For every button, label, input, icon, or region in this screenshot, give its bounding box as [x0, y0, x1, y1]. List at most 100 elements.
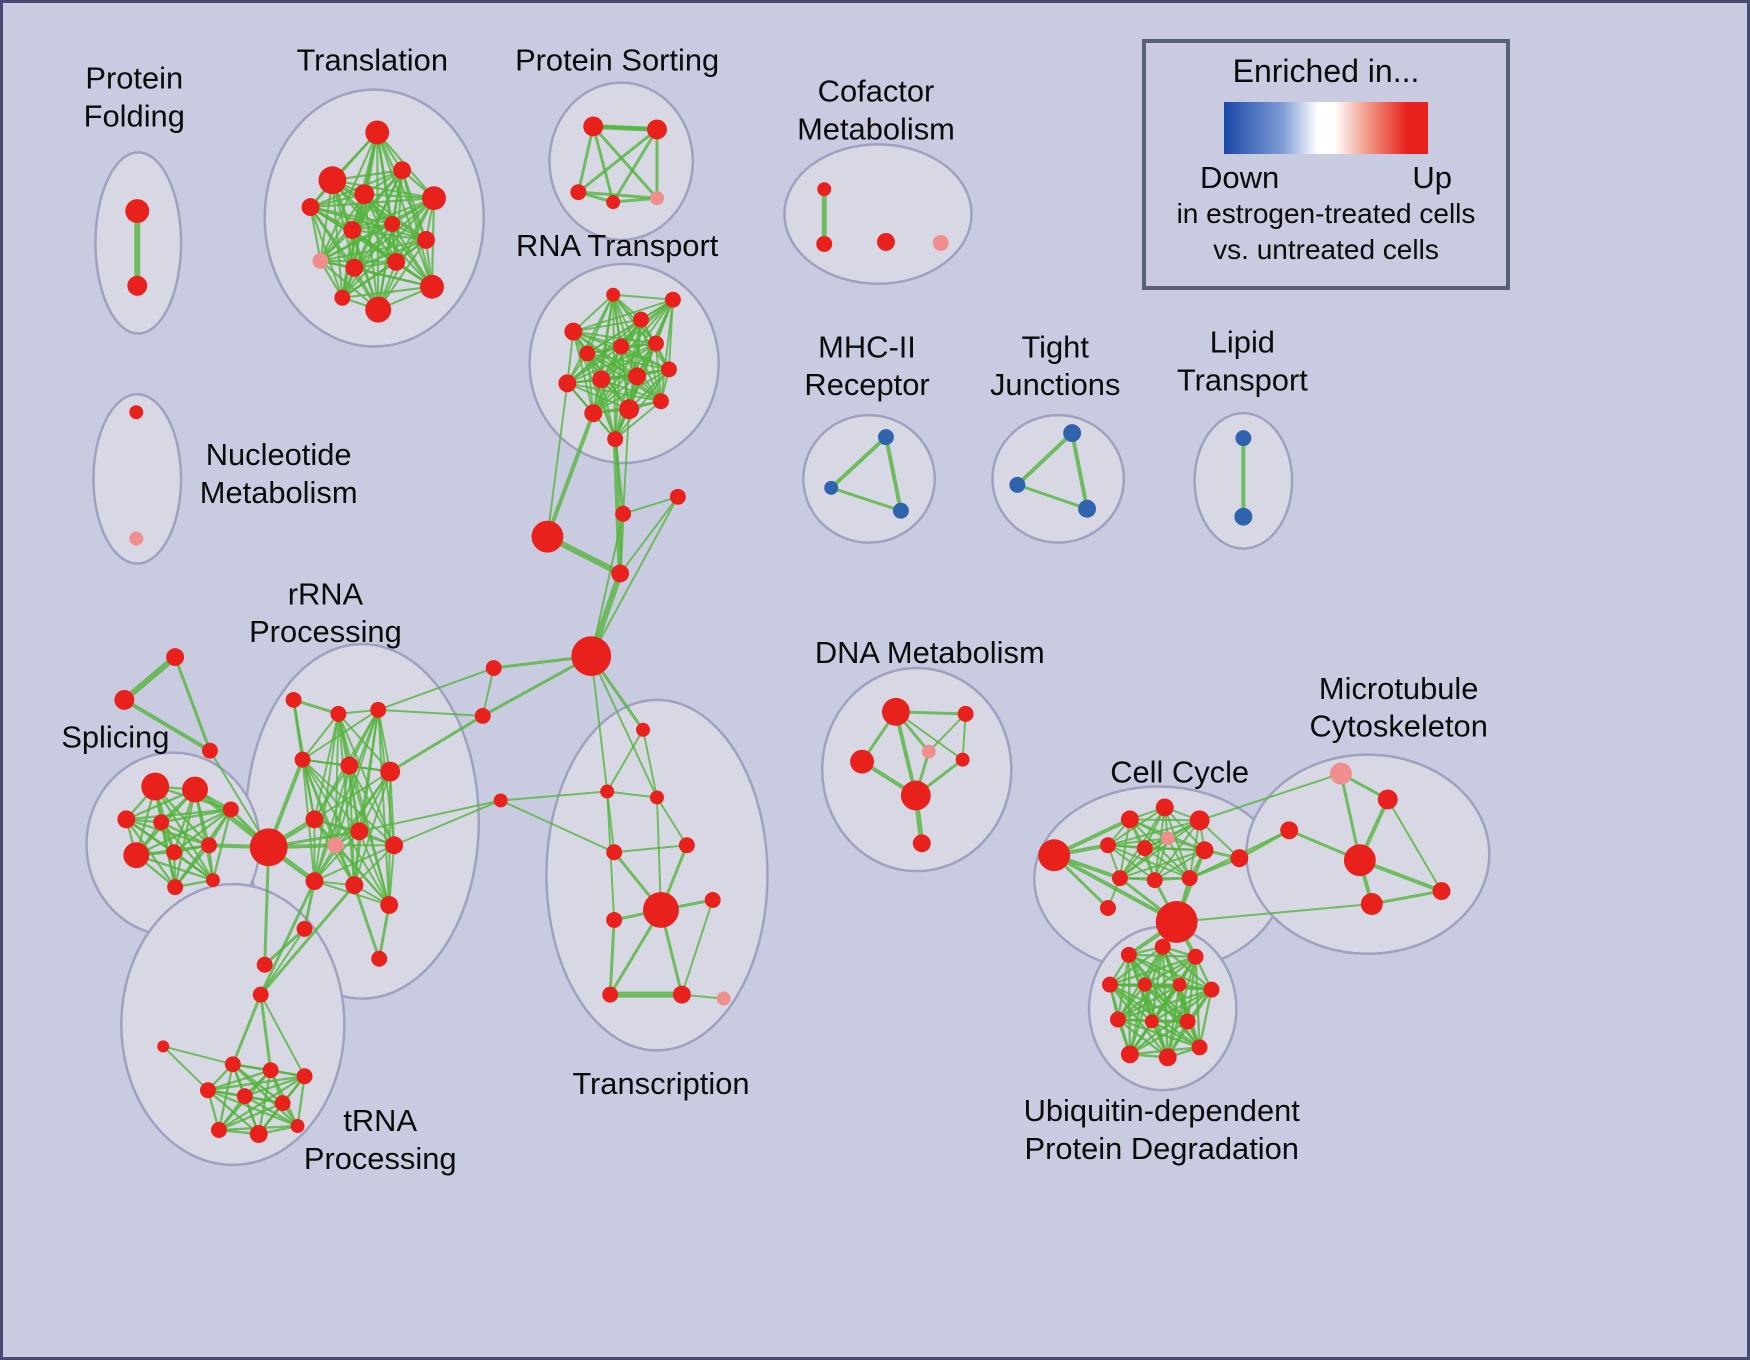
node-cc6: [1136, 840, 1153, 857]
mesh-edge-rrna-core: [358, 770, 392, 833]
node-rr15: [296, 920, 313, 937]
mesh-edge-cell-cycle: [1153, 849, 1206, 882]
node-rr14: [380, 896, 399, 914]
node-mt1: [1329, 762, 1352, 785]
node-dm4: [921, 744, 936, 759]
node-ps3: [570, 184, 587, 201]
mesh-edge-translation: [353, 266, 434, 288]
edge-mhc2-mhc3: [829, 486, 903, 513]
edge-cn2-cn4: [618, 512, 625, 575]
mesh-edge-ubiquitin: [1166, 955, 1197, 1059]
cluster-protein-folding-label: Folding: [84, 98, 185, 133]
node-rr4: [294, 751, 311, 768]
cluster-cofactor-metabolism-label: Cofactor: [818, 74, 935, 109]
node-tl6: [422, 186, 446, 211]
mesh-edge-trna-processing: [217, 1101, 284, 1132]
cluster-ubiquitin-degradation-label: Ubiquitin-dependent: [1024, 1093, 1301, 1128]
edge-rr16-rr7: [263, 845, 271, 967]
cluster-trna-processing-label: tRNA: [343, 1103, 417, 1138]
edge-fs2-fs3: [122, 697, 212, 753]
mesh-edge-splicing: [193, 788, 215, 882]
node-cn7: [474, 707, 491, 724]
node-cn4: [611, 564, 630, 583]
mesh-edge-cell-cycle: [1118, 818, 1131, 880]
node-tl11: [345, 258, 364, 277]
mesh-edge-rrna-core: [334, 764, 351, 847]
edge-tn2-tn3: [162, 1045, 234, 1066]
node-cm1: [817, 182, 832, 197]
node-tl8: [384, 216, 401, 232]
edge-rr15-tn1: [259, 927, 306, 996]
node-ub11: [1120, 1045, 1139, 1064]
node-dm5: [955, 752, 970, 767]
node-tn11: [290, 1119, 305, 1133]
mesh-edge-splicing: [135, 808, 233, 857]
node-rt2: [664, 291, 681, 308]
node-sp4: [153, 814, 170, 831]
legend-box: Enriched in... Down Up in estrogen-treat…: [1142, 39, 1510, 290]
edge-tx7-tx9: [608, 918, 616, 997]
node-tx5: [678, 837, 695, 854]
edge-cn8-tx4: [499, 799, 616, 854]
node-dm1: [881, 697, 910, 726]
cluster-rna-transport-label: RNA Transport: [516, 228, 719, 263]
node-fs2: [114, 689, 135, 710]
mesh-edge-ubiquitin: [1116, 983, 1181, 1021]
node-mt2: [1377, 789, 1398, 810]
node-ub8: [1109, 1011, 1126, 1028]
node-tx4: [606, 844, 623, 861]
node-ub4: [1101, 976, 1118, 993]
mesh-edge-protein-sorting: [576, 190, 659, 200]
node-lt1: [1235, 430, 1252, 447]
mesh-edge-rna-transport: [592, 368, 670, 415]
node-cc11: [1146, 872, 1163, 889]
edge-cn6-rr3: [377, 667, 495, 711]
node-ps4: [606, 195, 621, 210]
cluster-protein-sorting-label: Protein Sorting: [515, 43, 719, 78]
node-sp8: [200, 837, 217, 854]
edge-cc4-mt1: [1198, 772, 1342, 822]
edge-tx3-tx5: [655, 796, 688, 847]
node-tl14: [365, 296, 392, 323]
nodes-layer: [114, 116, 1451, 1143]
node-rr7: [249, 828, 288, 867]
mesh-edge-rna-transport: [614, 400, 662, 441]
mesh-edge-cell-cycle: [1106, 837, 1169, 847]
legend-subtitle-line1: in estrogen-treated cells: [1176, 198, 1476, 229]
mesh-edge-translation: [309, 206, 322, 262]
node-tn7: [236, 1088, 253, 1105]
cluster-lipid-transport-label: Lipid: [1210, 324, 1275, 359]
node-cc4: [1189, 810, 1210, 831]
node-tx8: [704, 892, 721, 908]
node-cc3: [1155, 798, 1174, 817]
node-pf1: [125, 199, 150, 224]
mesh-edge-translation: [319, 193, 366, 262]
node-mhc2: [824, 480, 839, 495]
node-cc9: [1230, 849, 1249, 868]
node-cc5: [1100, 837, 1116, 854]
node-tn5: [296, 1068, 313, 1085]
mesh-edge-rna-transport: [592, 375, 639, 415]
node-rt7: [648, 335, 664, 352]
mesh-edge-trna-processing: [206, 1075, 306, 1092]
mesh-edge-translation: [341, 260, 398, 299]
mesh-edge-rrna-core: [301, 712, 340, 761]
node-rr16: [256, 956, 273, 973]
edge-tx1-tx3: [642, 728, 658, 799]
node-ub2: [1154, 938, 1171, 955]
node-rt9: [592, 370, 611, 389]
cluster-tight-junctions-label: Tight: [1021, 329, 1089, 364]
edge-tx2-tx3: [606, 790, 658, 799]
node-tx10: [672, 985, 691, 1004]
mesh-edge-splicing: [125, 808, 233, 821]
edge-cn3-cn5: [590, 495, 679, 658]
mesh-edge-translation: [341, 285, 434, 299]
node-tl10: [312, 252, 329, 269]
node-mhc1: [877, 429, 894, 446]
node-tn6: [199, 1082, 216, 1099]
mesh-edge-rna-transport: [566, 345, 623, 385]
cluster-mhc-ii-receptor-label: MHC-II: [818, 329, 916, 364]
mesh-edge-splicing: [172, 808, 233, 854]
cluster-ubiquitin-degradation-label: Protein Degradation: [1024, 1131, 1298, 1166]
